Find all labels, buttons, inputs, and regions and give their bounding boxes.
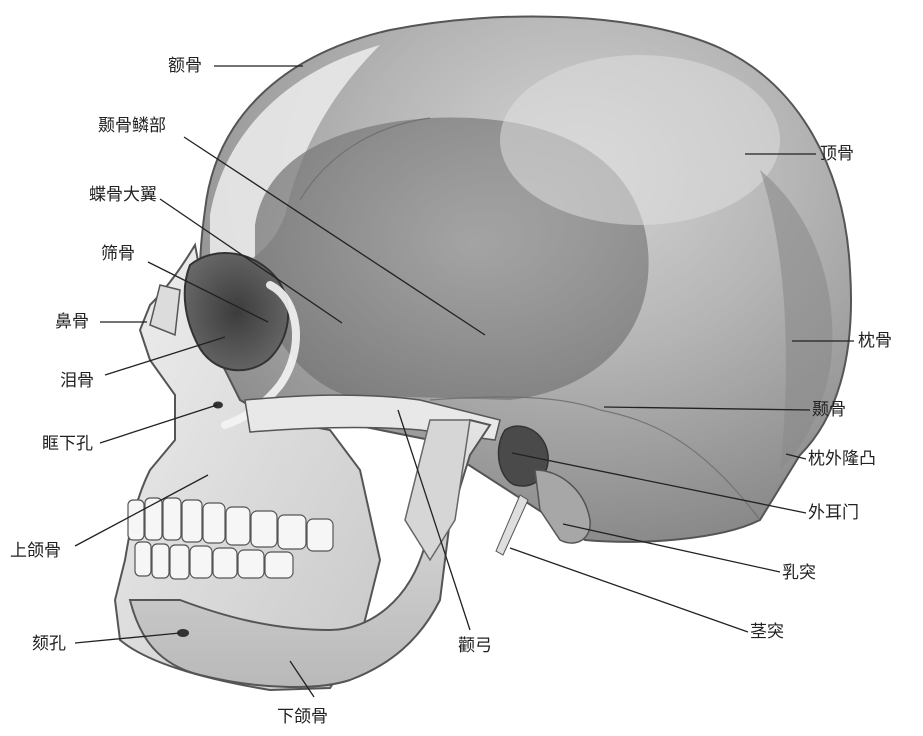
parietal-sheen (500, 55, 780, 225)
mandible-ramus (405, 420, 470, 560)
label-temporal: 颞骨 (812, 400, 846, 420)
label-sphenoid-greater-wing: 蝶骨大翼 (89, 185, 157, 205)
label-lacrimal: 泪骨 (60, 371, 94, 391)
leader-styloid (510, 548, 748, 632)
label-ethmoid: 筛骨 (101, 244, 135, 264)
label-temporal-squama: 颞骨鳞部 (98, 116, 166, 136)
label-external-acoustic-meatus: 外耳门 (808, 503, 859, 523)
infraorbital-foramen-shape (213, 402, 223, 409)
label-mental-foramen: 颏孔 (32, 634, 66, 654)
label-frontal: 额骨 (168, 56, 202, 76)
label-mandible: 下颌骨 (277, 707, 328, 727)
label-mastoid: 乳突 (782, 563, 816, 583)
styloid-shape (496, 495, 528, 555)
nasal-bone-shape (150, 285, 180, 335)
label-nasal: 鼻骨 (55, 312, 89, 332)
label-parietal: 顶骨 (820, 144, 854, 164)
label-external-occipital-protuberance: 枕外隆凸 (808, 449, 876, 469)
label-styloid: 茎突 (750, 622, 784, 642)
label-infraorbital-foramen: 眶下孔 (42, 434, 93, 454)
label-maxilla: 上颌骨 (10, 541, 61, 561)
label-occipital: 枕骨 (858, 331, 892, 351)
label-zygomatic-arch: 颧弓 (458, 636, 492, 656)
